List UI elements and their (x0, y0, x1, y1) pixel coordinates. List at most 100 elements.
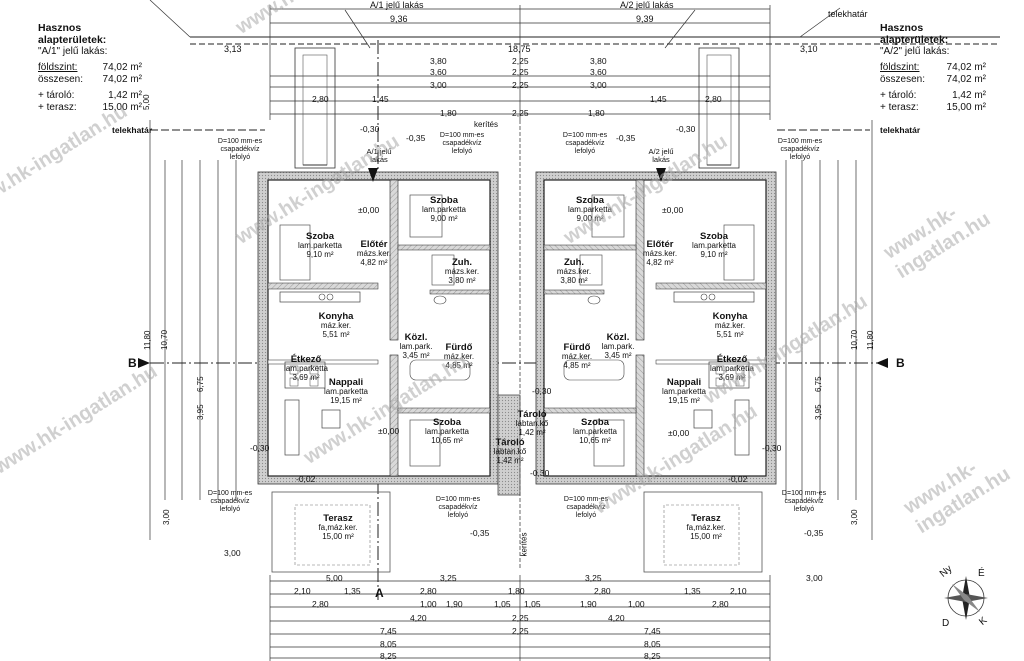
dim-bottom-r3: 1,90 (446, 599, 463, 609)
dim-top-r2: 3,60 (590, 67, 607, 77)
room-area: 5,51 m² (322, 330, 350, 339)
room-name: Étkező (716, 354, 748, 365)
dim-bottom-r1: 3,25 (585, 573, 602, 583)
level-label: ±0,00 (668, 428, 690, 438)
dim-top-r3: 3,00 (590, 80, 607, 90)
room-finish: lam.parketta (709, 364, 755, 373)
dim-top-r4: 1,45 (372, 94, 389, 104)
room-finish: lam.parketta (424, 427, 470, 436)
unit-a2-title: A/2 jelű lakás (620, 0, 674, 10)
dim-bottom-r3: 2,80 (712, 599, 729, 609)
dim-bottom-r4: 4,20 (410, 613, 427, 623)
unit-a2-outline (535, 47, 777, 573)
telekhatar-label-top: telekhatár (828, 9, 868, 19)
dim-bottom-r6: 8,05 (644, 639, 661, 649)
section-mark-left: B (128, 356, 137, 370)
room-name: Szoba (306, 231, 334, 242)
dim-top-r2: 2,25 (512, 67, 529, 77)
legend-row: + tároló: 1,42 m² (880, 90, 986, 102)
dim-top-r4: 1,80 (588, 108, 605, 118)
dim-top-r2: 3,60 (430, 67, 447, 77)
legend-row: földszint: 74,02 m² (38, 62, 142, 74)
dim-bottom-r3: 1,00 (628, 599, 645, 609)
unit-a1-title: A/1 jelű lakás (370, 0, 424, 10)
dim-bottom-r5: 7,45 (644, 626, 661, 636)
level-label: -0,02 (728, 474, 748, 484)
dim-bottom-r2: 2,10 (294, 586, 311, 596)
room-finish: lábtan.kő (493, 447, 527, 456)
room-name: Szoba (700, 231, 728, 242)
room-area: 5,51 m² (716, 330, 744, 339)
legend-unit-name: "A/2" jelű lakás: (880, 46, 950, 57)
legend-value: 74,02 m² (946, 62, 986, 73)
dim-top-r1: 3,80 (430, 56, 447, 66)
drain-note: D=100 mm-es csapadékvíz lefolyó (562, 132, 608, 155)
room-finish: mázs.ker. (356, 249, 392, 258)
room-finish: lam.parketta (323, 387, 369, 396)
legend-a1: Hasznos alapterületek: "A/1" jelű lakás:… (38, 22, 142, 114)
dim-1875: 18,75 (508, 44, 531, 54)
room-area: 15,00 m² (690, 532, 722, 541)
legend-label: + tároló: (880, 90, 917, 101)
room-finish: lam.parketta (572, 427, 618, 436)
drain-note: D=100 mm-es csapadékvíz lefolyó (207, 490, 253, 513)
level-label: -0,30 (676, 124, 696, 134)
legend-label: összesen: (38, 74, 84, 85)
drain-note: D=100 mm-es csapadékvíz lefolyó (777, 138, 823, 161)
legend-row: + terasz: 15,00 m² (880, 102, 986, 114)
room-name: Nappali (328, 377, 364, 388)
dim-bottom-r4: 2,25 (512, 613, 529, 623)
dim-310: 3,10 (800, 44, 818, 54)
room-area: 10,65 m² (579, 436, 611, 445)
fence-label: kerítés (519, 532, 529, 557)
drain-note: D=100 mm-es csapadékvíz lefolyó (563, 496, 609, 519)
legend-value: 74,02 m² (102, 74, 142, 85)
dim-total-a1: 9,36 (390, 14, 408, 24)
room-area: 10,65 m² (431, 436, 463, 445)
legend-label: + terasz: (38, 102, 77, 113)
room-area: 3,80 m² (448, 276, 476, 285)
level-label: ±0,00 (378, 426, 400, 436)
room-area: 4,82 m² (360, 258, 388, 267)
dimension-lines-bottom (269, 575, 771, 661)
room-area: 4,85 m² (563, 361, 591, 370)
legend-value: 15,00 m² (946, 102, 986, 113)
dim-bottom-left: 3,00 (224, 548, 241, 558)
room-label: Közl.lam.park.3,45 m² (400, 333, 433, 360)
room-area: 15,00 m² (322, 532, 354, 541)
room-name: Étkező (290, 354, 322, 365)
room-name: Fürdő (445, 342, 473, 353)
compass-north: É (978, 568, 985, 579)
room-name: Zuh. (451, 257, 473, 268)
room-finish: lam.park. (399, 342, 433, 351)
leader-lines (149, 0, 841, 49)
dim-side-right: 11,80 (866, 330, 875, 350)
room-area: 1,42 m² (518, 428, 546, 437)
dim-top-r1: 2,25 (512, 56, 529, 66)
entry-a1-label: A/1 jelű lakás (366, 147, 392, 164)
legend-a2: Hasznos alapterületek: "A/2" jelű lakás:… (880, 22, 986, 114)
room-name: Szoba (430, 195, 458, 206)
level-label: -0,02 (296, 474, 316, 484)
room-finish: lam.parketta (661, 387, 707, 396)
dim-bottom-r3: 1,05 (524, 599, 541, 609)
dim-bottom-r1: 5,00 (326, 573, 343, 583)
legend-row: földszint: 74,02 m² (880, 62, 986, 74)
level-label: -0,35 (616, 133, 636, 143)
level-label: -0,30 (250, 443, 270, 453)
dim-side-left: 6,75 (196, 376, 205, 392)
room-label: Zuh.mázs.ker.3,80 m² (445, 258, 479, 285)
legend-label: + terasz: (880, 102, 919, 113)
room-name: Tároló (495, 437, 525, 448)
room-name: Szoba (581, 417, 609, 428)
